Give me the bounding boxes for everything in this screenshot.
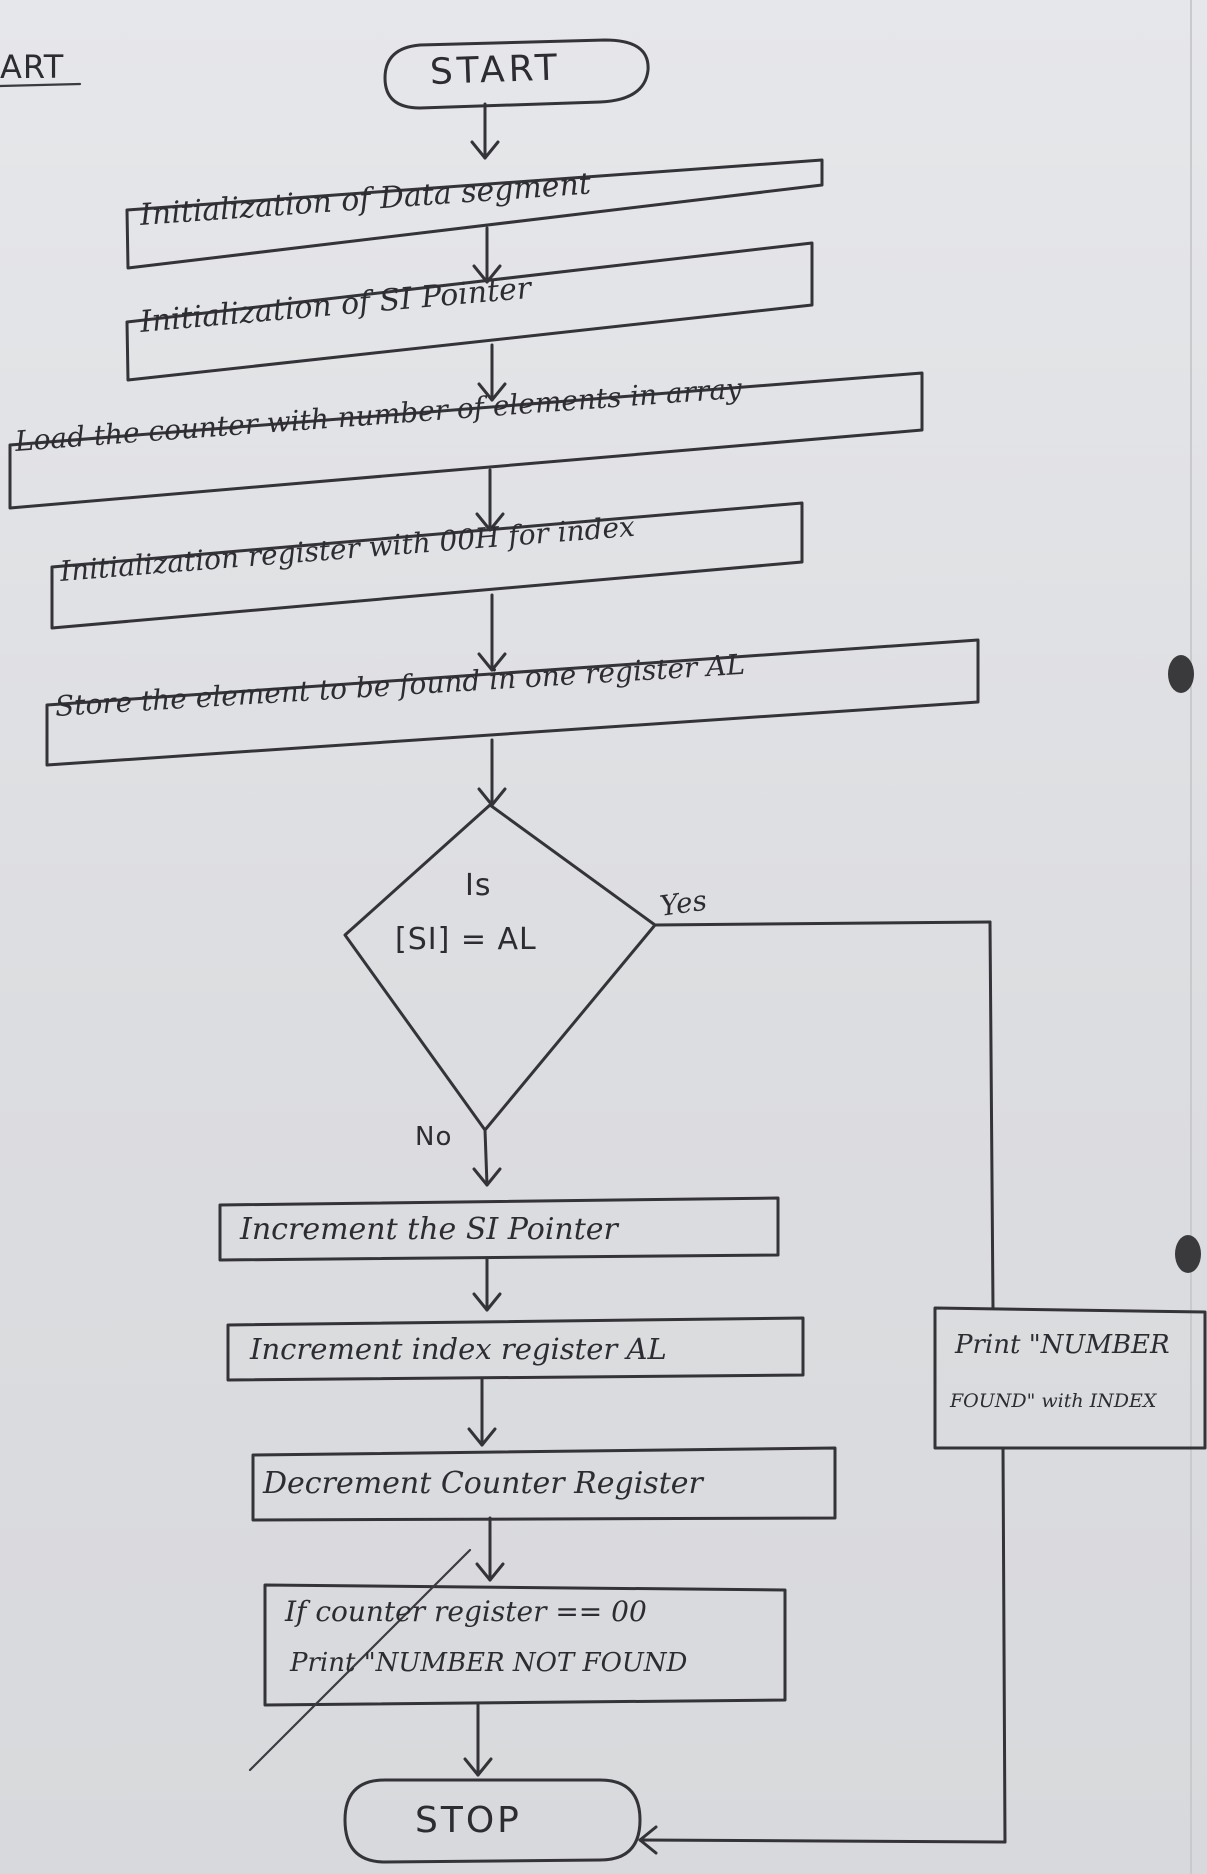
binder-hole bbox=[1168, 655, 1194, 693]
loop-step-3-label: Decrement Counter Register bbox=[263, 1466, 703, 1501]
start-terminal bbox=[383, 38, 650, 110]
start-label: START bbox=[429, 47, 562, 93]
stop-terminal bbox=[343, 1778, 642, 1864]
page-header-text: ART bbox=[0, 48, 65, 86]
decision-no-label: No bbox=[415, 1122, 453, 1152]
stop-label: STOP bbox=[415, 1800, 522, 1841]
header-underline bbox=[0, 82, 82, 88]
found-line1: Print "NUMBER bbox=[955, 1330, 1170, 1360]
not-found-line1: If counter register == 00 bbox=[285, 1595, 647, 1628]
decision-label-line2: [SI] = AL bbox=[395, 922, 537, 957]
found-line2: FOUND" with INDEX bbox=[950, 1390, 1157, 1412]
process-box-4 bbox=[50, 501, 804, 630]
decision-yes-label: Yes bbox=[657, 883, 709, 923]
process-box-found bbox=[933, 1306, 1207, 1450]
process-box-7 bbox=[226, 1316, 805, 1382]
binder-hole bbox=[1175, 1235, 1201, 1273]
decision-label-line1: Is bbox=[465, 868, 492, 903]
loop-step-1-label: Increment the SI Pointer bbox=[240, 1212, 618, 1247]
process-box-6 bbox=[218, 1196, 780, 1262]
process-box-not-found bbox=[263, 1583, 787, 1707]
process-box-2 bbox=[125, 241, 814, 382]
decision-diamond bbox=[343, 803, 657, 1132]
not-found-line2: Print "NUMBER NOT FOUND bbox=[290, 1648, 688, 1678]
loop-step-2-label: Increment index register AL bbox=[250, 1332, 667, 1366]
page-margin-line bbox=[1190, 0, 1192, 1874]
process-box-3 bbox=[8, 371, 924, 510]
connector-arrows bbox=[248, 102, 1007, 1855]
process-box-8 bbox=[251, 1446, 837, 1522]
process-box-5 bbox=[45, 638, 980, 767]
process-box-1 bbox=[125, 158, 824, 270]
